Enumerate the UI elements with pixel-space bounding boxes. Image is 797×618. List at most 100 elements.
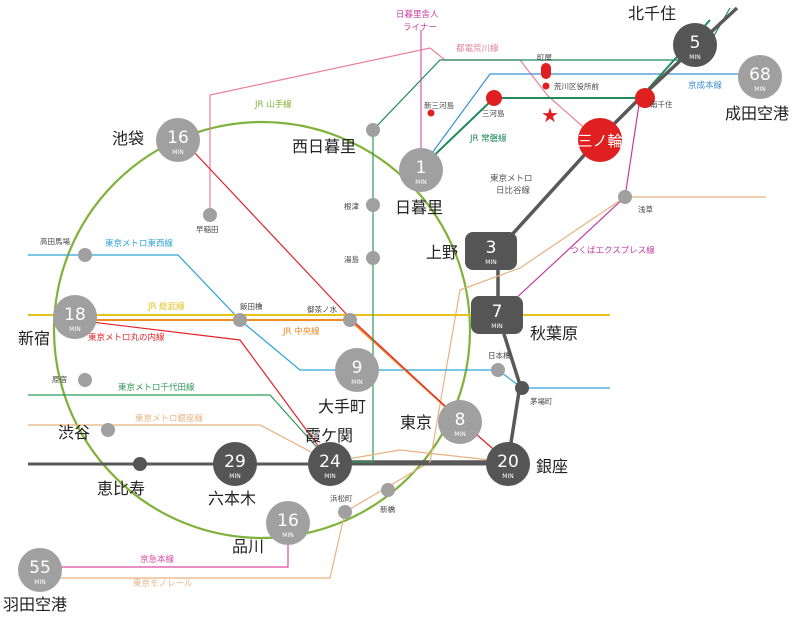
- station-label-nippori: 日暮里: [395, 198, 443, 217]
- label-hibiya-1: 東京メトロ: [490, 173, 533, 184]
- badge-kitasenju-min: MIN: [689, 54, 700, 61]
- badge-shinagawa: 16 MIN: [266, 501, 310, 545]
- badge-kasumigaseki-value: 24: [319, 452, 341, 472]
- station-dot-nezu: [366, 198, 380, 212]
- badge-shinjuku: 18 MIN: [53, 295, 97, 339]
- badge-nippori: 1 MIN: [399, 148, 443, 192]
- label-sobu: JR 総武線: [147, 301, 185, 312]
- station-label-shibuya: 渋谷: [58, 423, 90, 442]
- metro-marunouchi-line-2: [74, 319, 331, 463]
- label-toneri-1: 日暮里舎人: [396, 9, 439, 20]
- line-labels: 日暮里舎人 ライナー 都電荒川線 京成本線 JR 山手線 JR 常磐線 東京メト…: [88, 9, 723, 589]
- station-dot-iidabashi: [233, 313, 247, 327]
- badge-haneda: 55 MIN: [18, 548, 62, 592]
- badge-tokyo-min: MIN: [454, 431, 465, 438]
- station-label-waseda: 早稲田: [196, 224, 219, 234]
- station-dot-shibuya: [101, 423, 115, 437]
- label-monorail: 東京モノレール: [133, 578, 193, 589]
- station-label-shimbashi: 新橋: [380, 504, 395, 514]
- badge-akihabara: 7 MIN: [471, 296, 523, 334]
- station-dot-yushima: [366, 251, 380, 265]
- station-label-asakusa: 浅草: [638, 204, 653, 214]
- station-label-akihabara: 秋葉原: [530, 324, 578, 343]
- badge-narita-min: MIN: [754, 86, 765, 93]
- station-dot-kayabacho: [515, 381, 529, 395]
- station-label-kasumigaseki: 霞ケ関: [305, 426, 353, 445]
- station-label-mikawashima: 三河島: [482, 108, 505, 118]
- badge-ginza-value: 20: [497, 452, 519, 472]
- badge-ginza-min: MIN: [502, 473, 513, 480]
- badge-otemachi-min: MIN: [351, 379, 362, 386]
- label-joban: JR 常磐線: [469, 133, 507, 144]
- station-label-minowa: 三ノ輪: [577, 132, 622, 150]
- asakusa-line: [60, 196, 766, 579]
- badge-ikebukuro: 16 MIN: [156, 118, 200, 162]
- label-keikyu: 京急本線: [140, 554, 175, 565]
- jr-joban-line: [420, 19, 711, 169]
- station-dot-ebisu: [133, 457, 147, 471]
- station-label-minamisenju: 南千住: [650, 99, 673, 109]
- station-dot-nishinippori: [366, 123, 380, 137]
- badge-haneda-min: MIN: [34, 579, 45, 586]
- badge-roppongi-min: MIN: [229, 473, 240, 480]
- badge-tokyo-value: 8: [455, 410, 466, 430]
- station-label-roppongi: 六本木: [208, 489, 256, 508]
- label-toneri-2: ライナー: [403, 23, 437, 33]
- badge-nippori-min: MIN: [415, 179, 426, 186]
- station-label-narita: 成田空港: [725, 104, 789, 123]
- badge-kitasenju-value: 5: [690, 33, 701, 53]
- label-tsukuba: つくばエクスプレス線: [570, 245, 655, 256]
- label-ginza: 東京メトロ銀座線: [135, 413, 204, 424]
- station-label-ochanomizu: 御茶ノ水: [307, 304, 337, 314]
- station-label-shinagawa: 品川: [232, 537, 264, 556]
- badge-otemachi-value: 9: [352, 358, 363, 378]
- station-label-ebisu: 恵比寿: [97, 479, 145, 498]
- station-label-takadanobaba: 高田馬場: [40, 236, 70, 246]
- toden-arakawa-line: [209, 47, 599, 215]
- chiyoda-north-line: [372, 7, 731, 131]
- station-label-kitasenju: 北千住: [628, 4, 676, 23]
- badge-haneda-value: 55: [29, 558, 51, 578]
- badge-otemachi: 9 MIN: [335, 348, 379, 392]
- station-label-nishinippori: 西日暮里: [292, 137, 356, 156]
- badge-ikebukuro-value: 16: [167, 128, 189, 148]
- hibiya-line: [330, 6, 739, 464]
- station-dot-nihombashi: [491, 363, 505, 377]
- station-dot-harajuku: [78, 373, 92, 387]
- label-toden: 都電荒川線: [456, 43, 499, 54]
- label-chiyoda: 東京メトロ千代田線: [118, 382, 195, 393]
- badge-ueno-value: 3: [486, 238, 497, 258]
- station-minowa: 三ノ輪: [577, 118, 623, 162]
- metro-chiyoda-line: [28, 394, 331, 463]
- station-dot-hamamatsucho: [338, 505, 352, 519]
- station-dot-waseda: [203, 208, 217, 222]
- label-hibiya-2: 日比谷線: [496, 185, 531, 196]
- badge-roppongi-value: 29: [224, 452, 246, 472]
- station-label-ginza: 銀座: [536, 457, 568, 476]
- badge-ikebukuro-min: MIN: [172, 149, 183, 156]
- station-label-machiya: 町屋: [537, 53, 552, 62]
- badge-kasumigaseki: 24 MIN: [308, 442, 352, 486]
- keisei-main-line: [420, 73, 762, 169]
- station-dot-minamisenju: [635, 88, 655, 108]
- badge-roppongi: 29 MIN: [213, 442, 257, 486]
- badge-nippori-value: 1: [416, 158, 427, 178]
- station-dot-shimbashi: [381, 483, 395, 497]
- badge-shinjuku-value: 18: [64, 305, 86, 325]
- badge-kasumigaseki-min: MIN: [324, 473, 335, 480]
- station-labels: 北千住 成田空港 池袋 西日暮里 日暮里 上野 秋葉原 新宿 大手町 東京 銀座…: [3, 4, 789, 614]
- station-label-ueno: 上野: [426, 243, 458, 262]
- station-label-hamamatsucho: 浜松町: [330, 493, 353, 503]
- station-label-harajuku: 原宿: [52, 374, 67, 384]
- station-label-shinmikawashima: 新三河島: [424, 100, 454, 110]
- badge-shinagawa-value: 16: [277, 511, 299, 531]
- station-dot-mikawashima: [486, 90, 502, 106]
- label-keisei: 京成本線: [688, 80, 723, 91]
- station-label-iidabashi: 飯田橋: [240, 301, 263, 311]
- yamanote-line: [52, 120, 472, 540]
- badges: 5 MIN 68 MIN 16 MIN 1 MIN 3 MIN 7 MIN: [18, 23, 782, 592]
- station-dot-takadanobaba: [78, 248, 92, 262]
- station-label-ikebukuro: 池袋: [112, 129, 144, 148]
